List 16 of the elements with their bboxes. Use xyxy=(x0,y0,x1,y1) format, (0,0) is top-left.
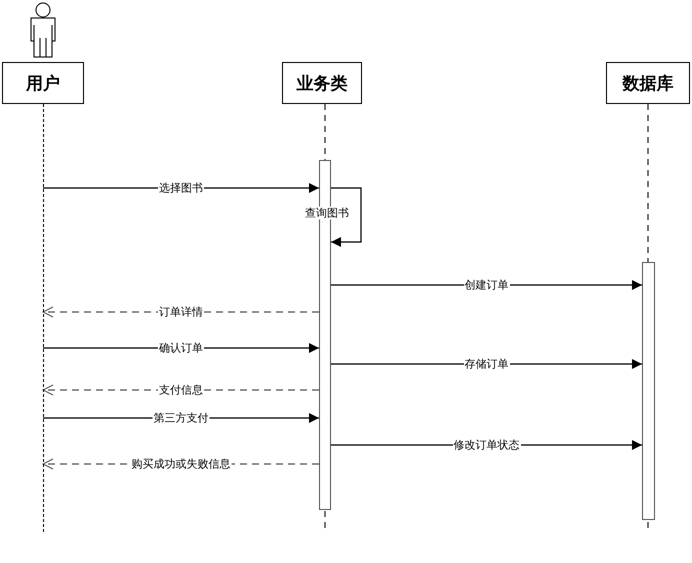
edge-label: 存储订单 xyxy=(464,358,510,370)
edge-label: 创建订单 xyxy=(464,278,510,292)
message-arrow xyxy=(331,187,362,247)
participant-box: 用户 xyxy=(2,62,84,104)
edge-label: 购买成功或失败信息 xyxy=(130,458,232,470)
edge-label: 支付信息 xyxy=(158,384,204,396)
lifeline xyxy=(42,104,44,532)
edge-label: 选择图书 xyxy=(158,182,204,194)
edge-label: 修改订单状态 xyxy=(452,438,520,452)
activation-bar xyxy=(642,262,655,520)
edge-label: 订单详情 xyxy=(158,306,204,318)
participant-box: 数据库 xyxy=(606,62,690,104)
participant-box: 业务类 xyxy=(282,62,362,104)
edge-label: 确认订单 xyxy=(158,342,204,354)
edge-label: 查询图书 xyxy=(304,206,350,220)
edge-label: 第三方支付 xyxy=(152,412,210,424)
